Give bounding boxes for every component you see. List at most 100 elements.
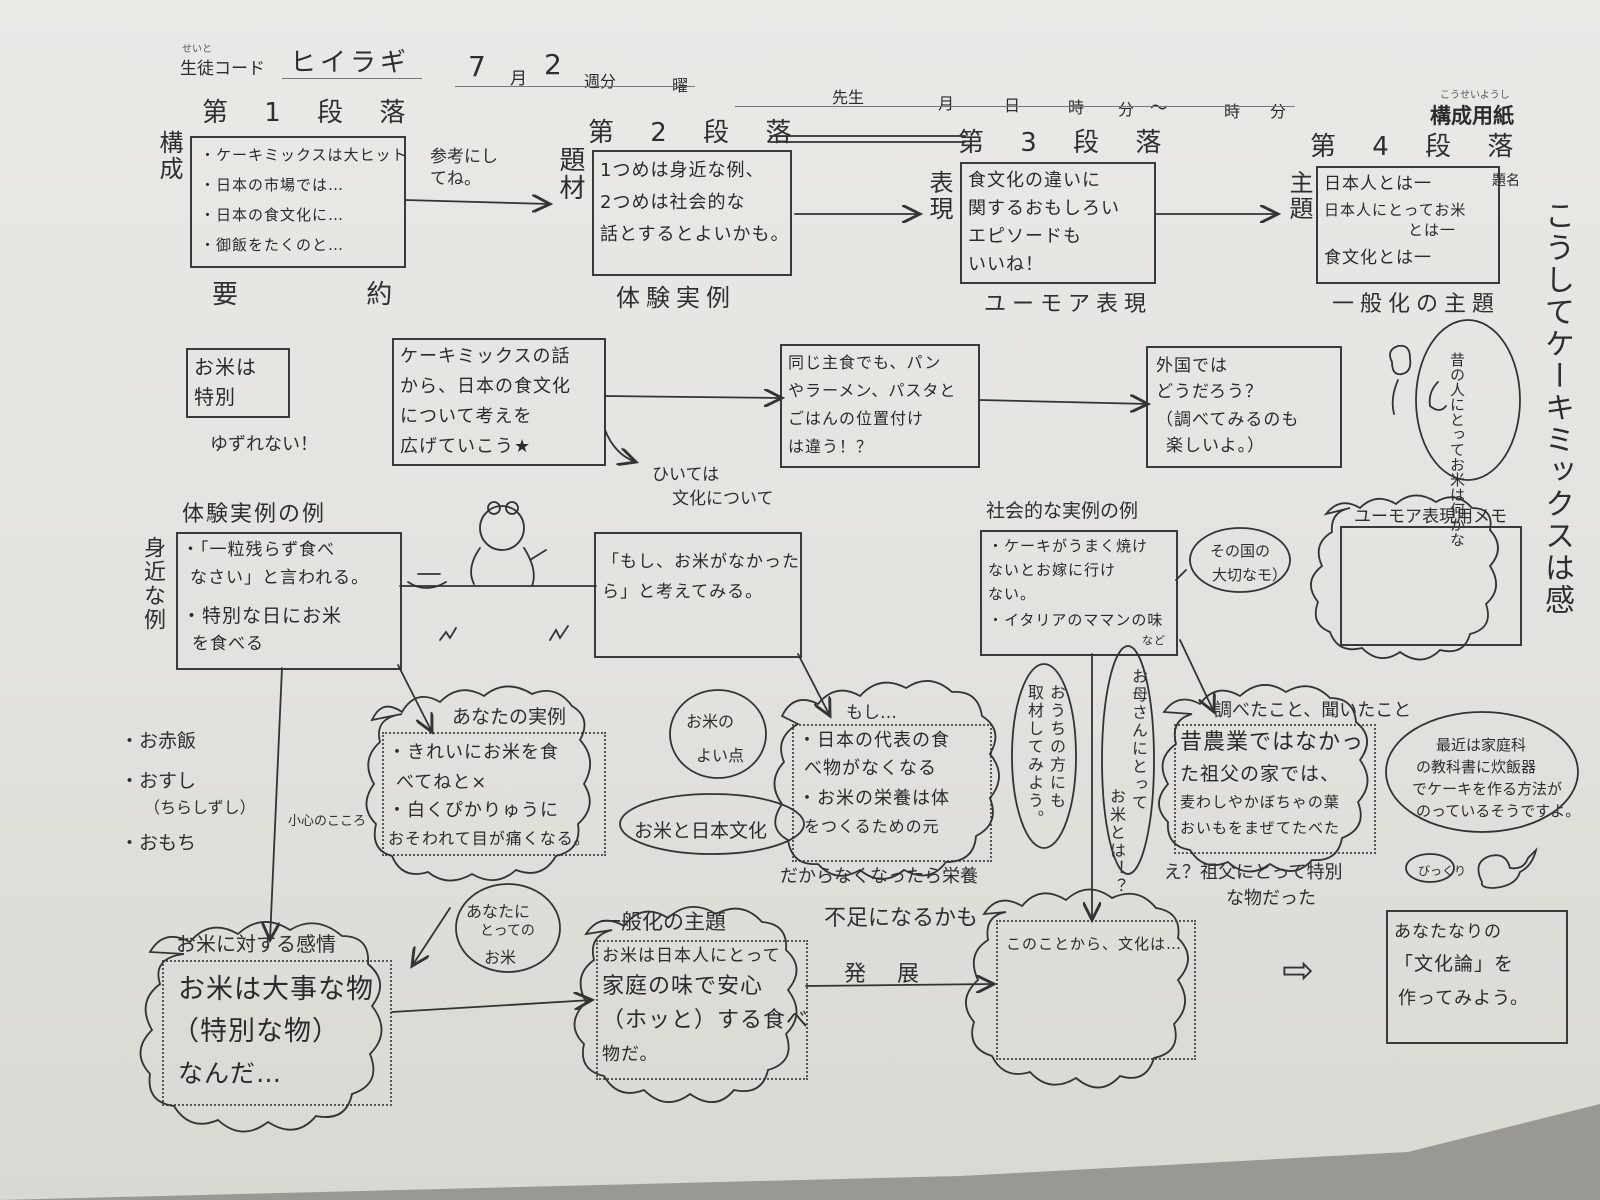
shakai-line: ・イタリアのママンの味: [988, 611, 1164, 629]
line-sono-kuni: [1175, 569, 1187, 581]
bunkaron-box[interactable]: あなたなりの 「文化論」を 作ってみよう。: [1386, 910, 1568, 1044]
okome-nihonbunka: お米と日本文化: [634, 820, 768, 842]
sono-kuni-bubble: [1189, 527, 1291, 593]
paragraph-1-line: ・日本の食文化に…: [200, 206, 345, 224]
humor-memo-title: ユーモア表現用メモ: [1354, 507, 1507, 527]
ippanka-box: お米は日本人にとって 家庭の味で安心 （ホッと）する食べ 物だ。: [596, 940, 808, 1080]
double-line-p2-p3: [769, 135, 966, 143]
anata-okome-line: お米: [484, 948, 517, 967]
taiken-line: を食べる: [192, 634, 264, 654]
okome-nihonbunka-bubble: [619, 793, 805, 855]
anata-jitsurei-box: ・きれいにお米を食 べてねと× ・白くぴかりゅうに おそわれて目が痛くなる。: [382, 732, 606, 856]
sankou-note: 参考にしてね。: [430, 147, 498, 189]
arrow-hiitewa: [604, 429, 636, 462]
paragraph-1-heading: 第 1 段 落: [202, 98, 420, 128]
form-name-ruby: こうせいようし: [1440, 90, 1510, 101]
saikin-line: の教科書に炊飯器: [1416, 758, 1537, 776]
kokoro-note: 小心のこころ: [288, 814, 367, 829]
paragraph-2-side: 題材: [555, 146, 585, 202]
kanjo-line: お米は大事な物: [178, 974, 374, 1005]
sono-kuni-line: 大切なモ）: [1212, 566, 1288, 584]
hiitewa-line: 文化について: [672, 489, 774, 509]
time-hour-label: 時: [1068, 98, 1085, 117]
paragraph-3-caption: ユーモア表現: [984, 292, 1153, 317]
frog-body: [470, 547, 547, 587]
paragraph-3-box: 食文化の違いに 関するおもしろい エピソードも いいね！: [960, 162, 1156, 284]
moshi-line: ・日本の代表の食: [798, 730, 950, 751]
arrow-onaji-gaikoku: [979, 400, 1148, 404]
cloud-kanjo: [139, 921, 383, 1133]
shirabeta-title: 調べたこと、聞いたこと: [1214, 700, 1412, 721]
rice-bowl: [407, 573, 447, 589]
okaasan-bubble: [1101, 645, 1155, 875]
kono-koto-text: このことから、文化は…: [1006, 935, 1183, 953]
paragraph-1-line: ・ケーキミックスは大ヒット: [200, 146, 408, 164]
month-label: 月: [510, 69, 527, 89]
kanjo-line: なんだ…: [178, 1059, 283, 1088]
ippanka-line: 物だ。: [602, 1044, 659, 1065]
cake-story-line: から、日本の食文化: [400, 376, 571, 397]
cloud-anata-jitsurei: [365, 685, 591, 882]
okaasan-line: お母さんにとって: [1129, 668, 1148, 812]
kanjo-title: お米に対する感情: [176, 932, 336, 956]
cake-story-box: ケーキミックスの話 から、日本の食文化 について考えを 広げていこう★: [392, 338, 606, 466]
bunkaron-line: 作ってみよう。: [1398, 988, 1530, 1009]
student-code-value[interactable]: ヒイラギ: [290, 48, 411, 78]
saikin-line: のっているそうですよ。: [1416, 802, 1581, 820]
saikin-bubble: [1385, 711, 1579, 833]
line-kanjo-ippanka: [391, 1000, 592, 1013]
paragraph-4-box: 日本人とは一 日本人にとってお米 とは一 食文化とは一: [1316, 166, 1500, 284]
onaji-shushoku-line: やラーメン、パスタと: [788, 381, 957, 400]
paragraph-4-caption: 一般化の主題: [1332, 292, 1501, 317]
bubble-top: [1415, 319, 1521, 481]
gaikoku-line: どうだろう？: [1156, 382, 1263, 402]
shakai-title: 社会的な実例の例: [986, 500, 1139, 522]
date-underline: [455, 86, 695, 87]
humor-memo-box[interactable]: [1340, 526, 1522, 646]
sofu-line: な物だった: [1226, 888, 1316, 909]
week-value[interactable]: 2: [544, 48, 562, 81]
arrow-cloud-kanjo: [412, 907, 451, 966]
moshi-title: もし…: [846, 703, 897, 723]
month-value[interactable]: 7: [468, 50, 486, 83]
okome-tokubetsu-text: お米は特別: [194, 355, 257, 409]
cake-story-line: 広げていこう★: [400, 436, 532, 457]
moshi-line: べ物がなくなる: [804, 758, 937, 779]
anata-okome-line: とっての: [480, 923, 535, 939]
moshi-box: 「もし、お米がなかった ら」と考えてみる。: [594, 532, 802, 658]
hatten-label: 発 展: [844, 962, 931, 987]
example-list-item: ・おすし: [120, 770, 197, 792]
paragraph-1-side: 構成: [155, 130, 183, 182]
saikin-line: でケーキを作る方法が: [1412, 780, 1563, 798]
person-figure: [1389, 344, 1447, 415]
form-name: 構成用紙: [1430, 104, 1514, 128]
onaji-shushoku-line: 同じ主食でも、パン: [788, 353, 942, 372]
moshi-line: ・お米の栄養は体: [798, 788, 950, 809]
paragraph-3-side: 表現: [925, 170, 953, 222]
paragraph-1-line: ・日本の市場では…: [200, 176, 345, 194]
ippanka-title: 一般化の主題: [600, 910, 726, 934]
student-code-ruby: せいと: [182, 44, 212, 55]
paragraph-4-heading: 第 4 段 落: [1310, 132, 1528, 162]
kanjo-line: （特別な物）: [172, 1016, 340, 1047]
cloud-humor-memo: [1310, 494, 1499, 661]
ouchi-bubble: [1011, 663, 1077, 849]
anata-okome-line: あなたに: [466, 902, 531, 921]
anata-jitsurei-line: おそわれて目が痛くなる。: [388, 829, 591, 848]
teacher-label: 先生: [832, 88, 865, 107]
okome-tokubetsu-box: お米は特別: [186, 348, 290, 418]
anata-jitsurei-line: べてねと×: [396, 772, 488, 793]
paragraph-1-box: ・ケーキミックスは大ヒット ・日本の市場では… ・日本の食文化に… ・御飯をたく…: [190, 136, 408, 268]
bikkuri-bubble: [1405, 853, 1455, 883]
cloud-ippanka: [573, 906, 798, 1103]
ouchi-line: 取材してみよう。: [1025, 684, 1044, 828]
paragraph-3-line: 食文化の違いに: [968, 170, 1101, 191]
frog-eye: [505, 501, 519, 515]
shakai-box: ・ケーキがうまく焼け ないとお嫁に行け ない。 ・イタリアのママンの味 など: [980, 530, 1178, 656]
shirabeta-box: 昔農業ではなかっ た祖父の家では、 麦わしやかぼちゃの葉 おいもをまぜてたべた: [1174, 724, 1376, 854]
yuzurenai-note: ゆずれない！: [210, 434, 318, 455]
paragraph-4-line: 日本人とは一: [1324, 174, 1432, 194]
paragraph-4-line: とは一: [1408, 221, 1457, 239]
student-code-underline: [282, 78, 422, 79]
